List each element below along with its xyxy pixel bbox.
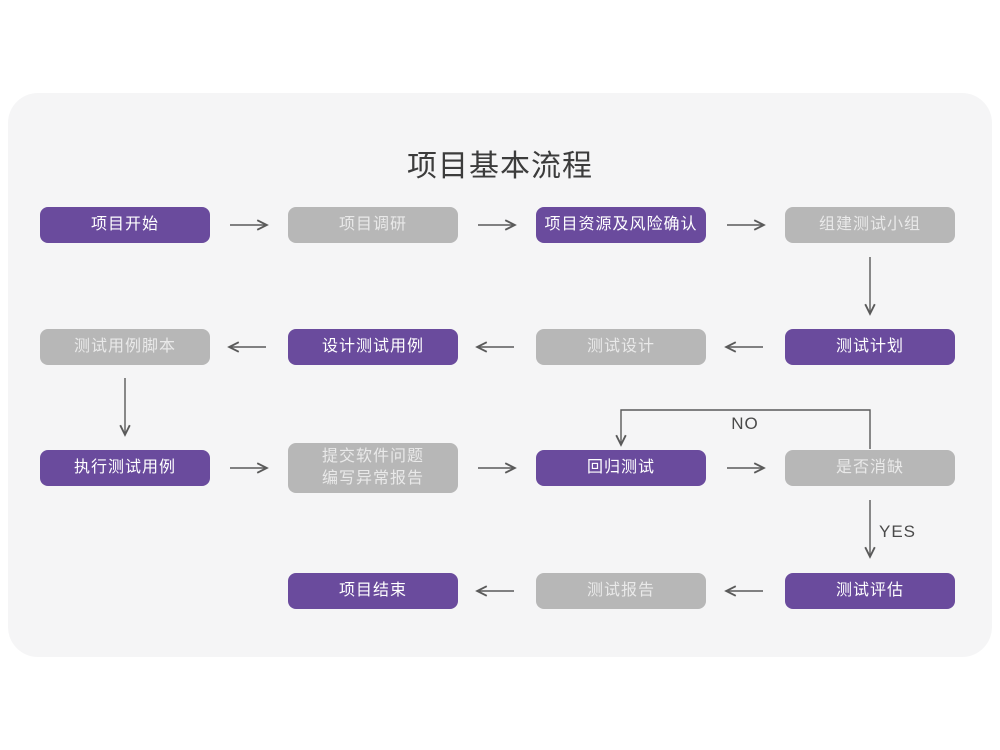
node-project-research: 项目调研 [288,207,458,243]
node-case-script: 测试用例脚本 [40,329,210,365]
node-test-report: 测试报告 [536,573,706,609]
flowchart-card [8,93,992,657]
node-test-plan: 测试计划 [785,329,955,365]
node-regression-test: 回归测试 [536,450,706,486]
node-execute-case: 执行测试用例 [40,450,210,486]
node-design-case: 设计测试用例 [288,329,458,365]
node-test-design: 测试设计 [536,329,706,365]
edge-label-yes: YES [879,522,917,541]
node-defect-cleared: 是否消缺 [785,450,955,486]
edge-label-no: NO [731,414,759,433]
node-build-test-team: 组建测试小组 [785,207,955,243]
node-project-start: 项目开始 [40,207,210,243]
node-resource-risk: 项目资源及风险确认 [536,207,706,243]
node-test-evaluate: 测试评估 [785,573,955,609]
node-submit-issue: 提交软件问题 编写异常报告 [288,443,458,493]
node-project-end: 项目结束 [288,573,458,609]
page-title: 项目基本流程 [407,150,593,183]
